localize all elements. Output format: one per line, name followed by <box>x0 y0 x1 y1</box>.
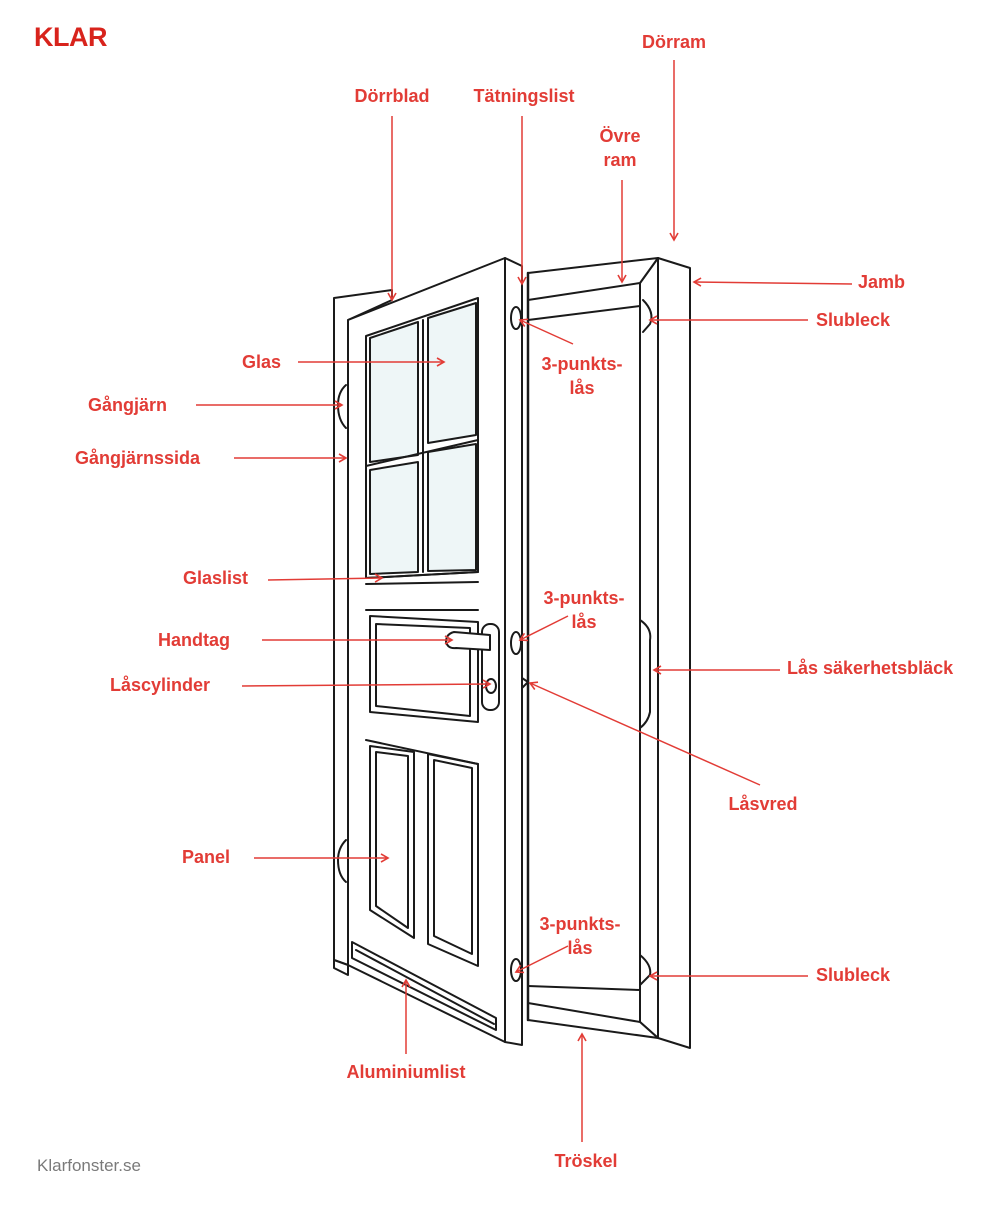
label-glaslist: Glaslist <box>183 568 249 588</box>
handle-lever <box>445 631 491 651</box>
label-slubleck-top: Slubleck <box>816 310 891 330</box>
strike-plate-mid <box>639 619 652 729</box>
frame-threshold <box>527 1002 659 1039</box>
label-gangjarn: Gångjärn <box>88 395 168 415</box>
label-slubleck-bottom: Slubleck <box>816 965 891 985</box>
leader-lines <box>196 60 853 1142</box>
label-3-punktslas-mid-line2: lås <box>571 612 597 632</box>
label-panel: Panel <box>182 847 231 867</box>
label-ovre-ram-line1: Övre <box>599 126 641 146</box>
frame-head <box>527 257 659 301</box>
latch <box>521 677 529 689</box>
label-dorrblad: Dörrblad <box>354 86 430 106</box>
hinge-bottom <box>337 839 347 883</box>
label-las-sakerhetsblack: Lås säkerhetsbläck <box>787 658 954 678</box>
glass-pane-3 <box>369 461 419 575</box>
label-3-punktslas-top-line2: lås <box>569 378 595 398</box>
lock-cylinder <box>485 678 497 694</box>
label-dorrram: Dörram <box>641 32 707 52</box>
label-3-punktslas-bottom-line1: 3-punkts- <box>539 914 621 934</box>
glass-pane-1 <box>369 321 419 463</box>
label-glas: Glas <box>242 352 282 372</box>
glass-pane-2 <box>427 302 477 444</box>
label-3-punktslas-bottom-line2: lås <box>567 938 593 958</box>
label-3-punktslas-top-line1: 3-punkts- <box>541 354 623 374</box>
label-3-punktslas-mid-line1: 3-punkts- <box>543 588 625 608</box>
lock-bolt-mid <box>510 631 522 655</box>
label-tatningslist: Tätningslist <box>473 86 575 106</box>
label-troskel: Tröskel <box>554 1151 618 1171</box>
label-aluminiumlist: Aluminiumlist <box>346 1062 466 1082</box>
label-ovre-ram-line2: ram <box>603 150 637 170</box>
label-lascylinder: Låscylinder <box>110 675 211 695</box>
frame-jamb <box>657 257 691 1049</box>
middle-panel <box>369 615 479 723</box>
label-jamb: Jamb <box>858 272 906 292</box>
lower-panel-left <box>369 745 415 939</box>
label-handtag: Handtag <box>158 630 230 650</box>
website-footer: Klarfonster.se <box>37 1156 141 1175</box>
door-line-art <box>333 257 691 1049</box>
klar-logo: KLAR <box>34 22 108 52</box>
glass-pane-4 <box>427 443 477 572</box>
glazing-bead <box>365 571 479 579</box>
lower-panel-right <box>427 753 479 967</box>
label-gangjarnssida: Gångjärnssida <box>75 448 201 468</box>
lock-bolt-top <box>510 306 522 330</box>
label-lasvred: Låsvred <box>728 794 798 814</box>
